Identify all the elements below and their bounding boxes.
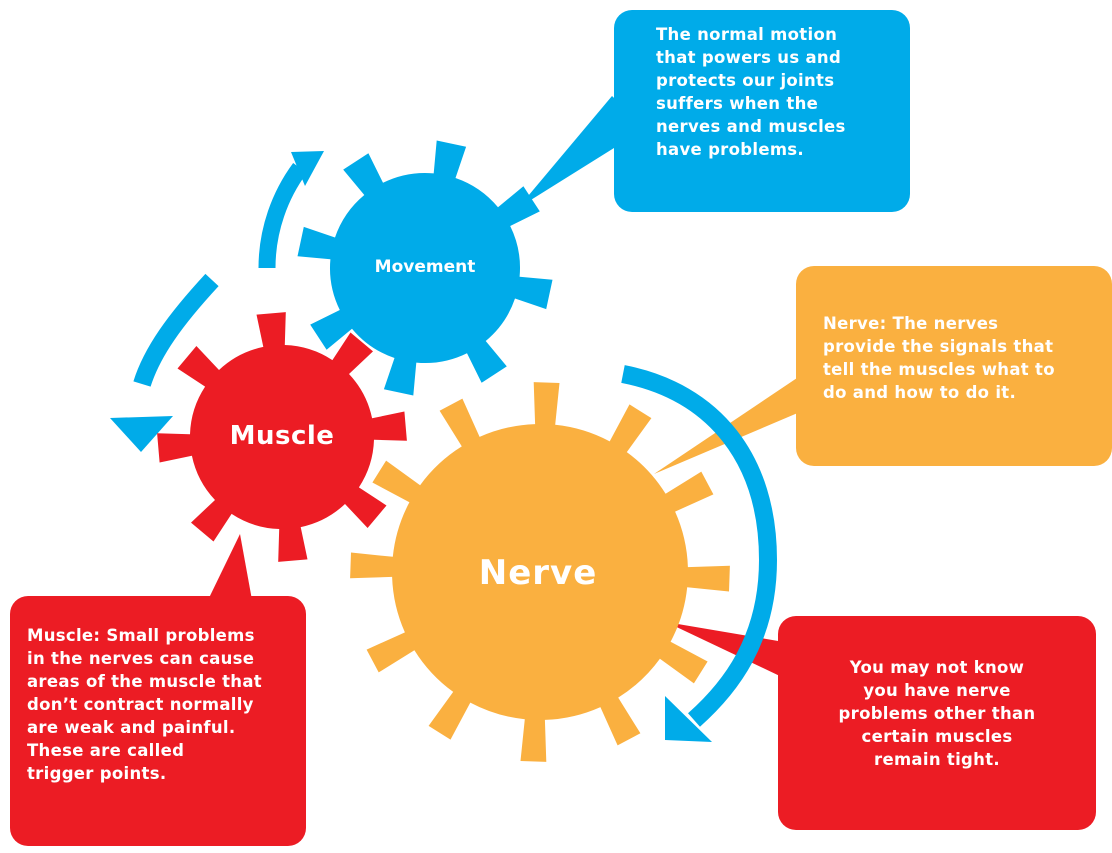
callout-line: in the nerves can cause [27, 649, 255, 668]
callout-line: provide the signals that [823, 337, 1054, 356]
callout-line: You may not know [849, 658, 1025, 677]
callout-line: These are called [27, 741, 185, 760]
callout-line: nerves and muscles [656, 117, 846, 136]
callout-line: trigger points. [27, 764, 167, 783]
callout-muscle: Muscle: Small problems in the nerves can… [10, 596, 306, 846]
gear-label-nerve: Nerve [478, 553, 598, 593]
gear-label-muscle: Muscle [229, 421, 335, 451]
gear-nerve [350, 382, 730, 762]
callout-line: Muscle: Small problems [27, 626, 255, 645]
callout-line: remain tight. [874, 750, 1000, 769]
gear-movement [297, 140, 553, 396]
callout-line: have problems. [656, 140, 804, 159]
callout-line: protects our joints [656, 71, 835, 90]
callout-line: The normal motion [656, 25, 838, 44]
callout-nerve: Nerve: The nerves provide the signals th… [796, 266, 1112, 466]
callout-line: don’t contract normally [27, 695, 254, 714]
callout-line: suffers when the [656, 94, 819, 113]
callout-tight: You may not know you have nerve problems… [778, 616, 1096, 830]
arrow-down-left [110, 273, 219, 452]
callout-line: you have nerve [863, 681, 1011, 700]
callout-line: problems other than [838, 704, 1036, 723]
callout-line: are weak and painful. [27, 718, 236, 737]
callout-pointer-tight [666, 622, 784, 678]
callout-line: do and how to do it. [823, 383, 1017, 402]
callout-pointer-muscle [208, 534, 252, 600]
callout-line: that powers us and [656, 48, 842, 67]
gear-muscle [157, 312, 407, 562]
arrow-up-left [258, 151, 324, 269]
callout-line: certain muscles [861, 727, 1013, 746]
callout-line: areas of the muscle that [27, 672, 262, 691]
gear-label-movement: Movement [374, 257, 476, 277]
arrow-down-right [621, 365, 778, 742]
callout-movement: The normal motion that powers us and pro… [614, 10, 910, 212]
callout-line: tell the muscles what to [823, 360, 1055, 379]
callout-line: Nerve: The nerves [823, 314, 999, 333]
